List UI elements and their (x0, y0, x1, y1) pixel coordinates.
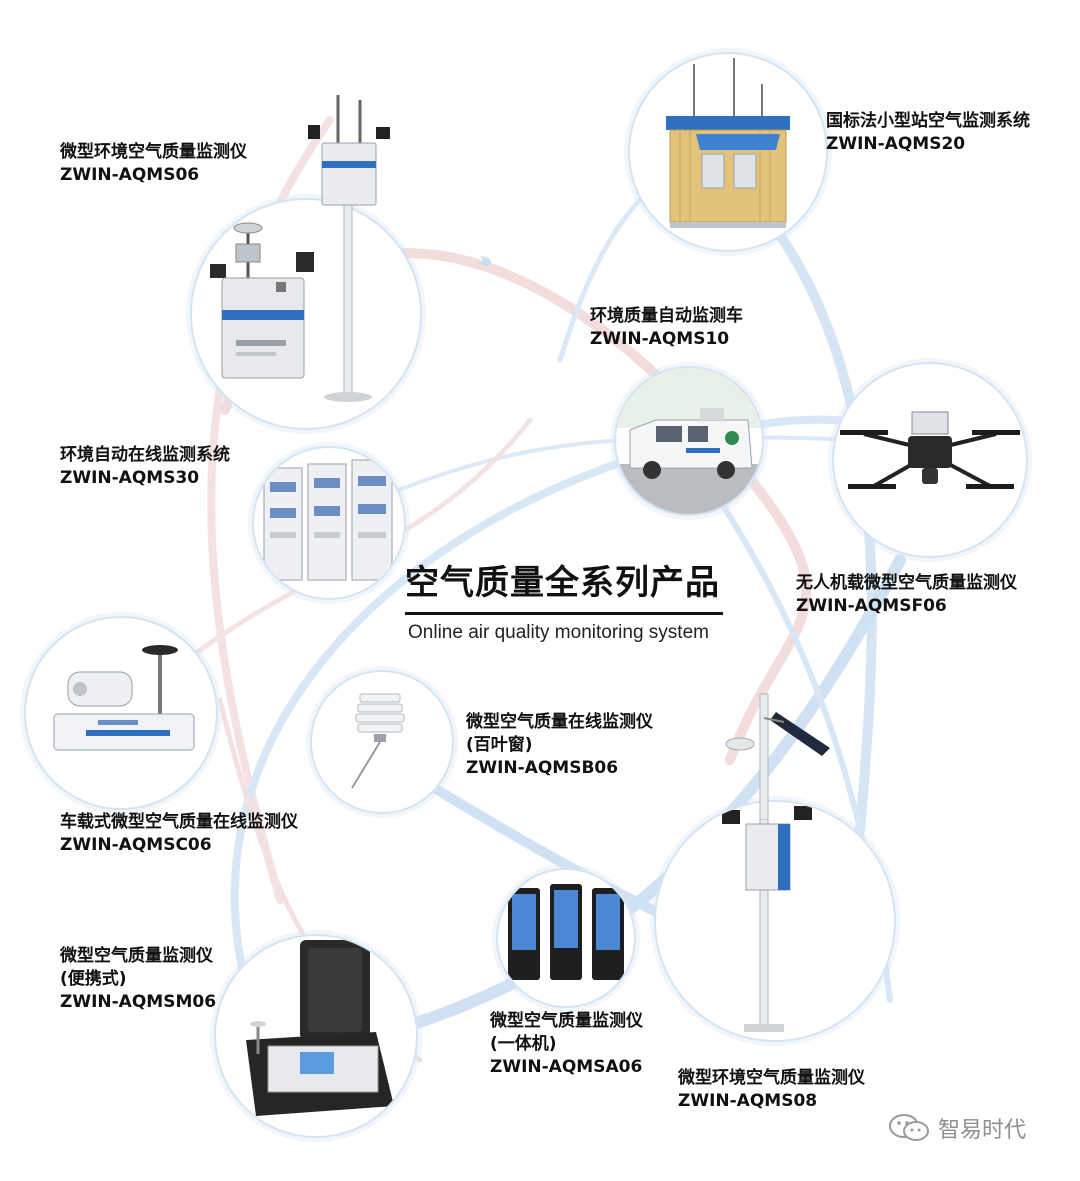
node-aqmsc06 (24, 616, 218, 810)
node-aqmsb06 (310, 670, 454, 814)
solar-pole-station-icon (722, 802, 812, 1032)
product-name: 微型空气质量在线监测仪 (466, 712, 653, 732)
product-model: ZWIN-AQMSA06 (490, 1057, 643, 1077)
solar-panel-pole-icon (725, 693, 830, 820)
product-model: ZWIN-AQMS06 (60, 165, 200, 185)
product-name: 车载式微型空气质量在线监测仪 (60, 812, 298, 832)
pole-station-icon (308, 95, 390, 402)
label-aqmsf06: 无人机载微型空气质量监测仪 ZWIN-AQMSF06 (796, 572, 1017, 618)
product-model: ZWIN-AQMSB06 (466, 758, 619, 778)
product-sub: (便携式) (60, 969, 127, 989)
product-model: ZWIN-AQMSF06 (796, 596, 947, 616)
orbit-blue-mid (328, 434, 862, 522)
node-aqms08 (654, 800, 896, 1042)
wechat-icon (889, 1114, 929, 1141)
kiosk-display-icon (508, 884, 624, 980)
product-name: 微型环境空气质量监测仪 (60, 142, 247, 162)
product-name: 环境质量自动监测车 (590, 306, 743, 326)
label-aqms10: 环境质量自动监测车 ZWIN-AQMS10 (590, 305, 743, 351)
label-aqms08: 微型环境空气质量监测仪 ZWIN-AQMS08 (678, 1067, 865, 1113)
product-name: 微型环境空气质量监测仪 (678, 1068, 865, 1088)
node-aqms10 (614, 366, 764, 516)
label-aqmsc06: 车载式微型空气质量在线监测仪 ZWIN-AQMSC06 (60, 811, 298, 857)
label-aqmsm06: 微型空气质量监测仪 (便携式) ZWIN-AQMSM06 (60, 945, 216, 1014)
label-aqms30: 环境自动在线监测系统 ZWIN-AQMS30 (60, 444, 230, 490)
product-model: ZWIN-AQMS10 (590, 329, 730, 349)
watermark: 智易时代 (888, 1112, 1026, 1144)
product-name: 无人机载微型空气质量监测仪 (796, 573, 1017, 593)
product-model: ZWIN-AQMSM06 (60, 992, 217, 1012)
label-aqmsb06: 微型空气质量在线监测仪 (百叶窗) ZWIN-AQMSB06 (466, 711, 653, 780)
node-aqms30 (252, 446, 406, 600)
node-aqmsm06 (214, 934, 418, 1138)
drone-icon (840, 411, 1020, 489)
monitoring-cabin-icon (666, 58, 790, 228)
product-model: ZWIN-AQMSC06 (60, 835, 212, 855)
node-aqms06 (190, 198, 422, 430)
product-sub: (百叶窗) (466, 735, 533, 755)
vehicle-mounted-monitor-icon (53, 645, 195, 751)
monitoring-van-icon (616, 368, 762, 514)
portable-case-icon (246, 940, 394, 1116)
server-cabinet-icon (263, 459, 393, 581)
center-title: 空气质量全系列产品 (405, 563, 720, 603)
product-name: 微型空气质量监测仪 (490, 1011, 643, 1031)
product-model: ZWIN-AQMS08 (678, 1091, 818, 1111)
node-aqms20 (628, 52, 828, 252)
node-aqmsa06 (496, 868, 636, 1008)
label-aqmsa06: 微型空气质量监测仪 (一体机) ZWIN-AQMSA06 (490, 1010, 643, 1079)
center-title-underline (405, 612, 723, 615)
center-subtitle: Online air quality monitoring system (408, 622, 709, 643)
node-aqmsf06 (832, 362, 1028, 558)
louver-shelter-icon (351, 693, 405, 789)
label-aqms20: 国标法小型站空气监测系统 ZWIN-AQMS20 (826, 110, 1030, 156)
product-name: 环境自动在线监测系统 (60, 445, 230, 465)
product-name: 国标法小型站空气监测系统 (826, 111, 1030, 131)
product-sub: (一体机) (490, 1034, 557, 1054)
product-name: 微型空气质量监测仪 (60, 946, 213, 966)
watermark-text: 智易时代 (938, 1118, 1027, 1143)
mini-station-icon (210, 222, 314, 379)
label-aqms06: 微型环境空气质量监测仪 ZWIN-AQMS06 (60, 141, 247, 187)
product-model: ZWIN-AQMS30 (60, 468, 200, 488)
product-model: ZWIN-AQMS20 (826, 134, 966, 154)
